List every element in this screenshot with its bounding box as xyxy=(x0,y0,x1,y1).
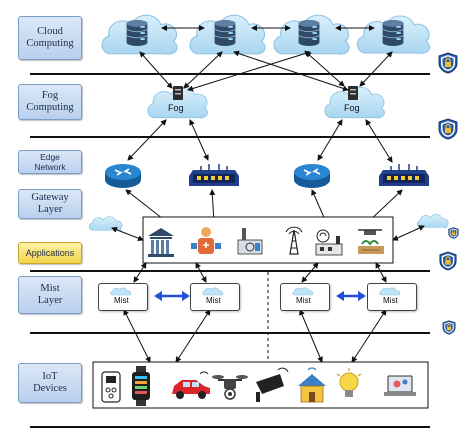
layer-label-fog: Fog Computing xyxy=(18,84,82,120)
security-shield-icon xyxy=(439,251,457,271)
mist-link-right xyxy=(336,291,366,301)
divider-mist-iot xyxy=(30,332,430,334)
divider-fog-edge xyxy=(30,136,430,138)
cloud-node-3 xyxy=(273,14,350,55)
mist-icon xyxy=(379,287,401,296)
divider-bottom xyxy=(30,426,430,428)
network-switch-icon xyxy=(188,164,240,187)
side-cloud-left xyxy=(88,216,123,231)
cctv-camera-icon xyxy=(256,367,289,402)
smartwatch-icon xyxy=(132,366,150,406)
mist-node-1: Mist xyxy=(98,283,148,311)
laptop-user-icon xyxy=(384,375,416,396)
mist-node-4: Mist xyxy=(367,283,417,311)
bank-icon xyxy=(148,228,174,257)
drone-agriculture-icon xyxy=(358,229,384,254)
mist-node-3: Mist xyxy=(280,283,330,311)
layer-label-edge: Edge Network xyxy=(18,150,82,174)
applications-box xyxy=(142,216,394,264)
router-icon xyxy=(104,163,142,189)
mist-link-left xyxy=(154,291,190,301)
security-shield-icon xyxy=(442,320,456,335)
fog-label-right: Fog xyxy=(344,103,360,113)
mist-label: Mist xyxy=(296,296,311,305)
security-shield-icon xyxy=(448,227,459,239)
network-switch-icon xyxy=(378,164,430,187)
mist-icon xyxy=(110,287,132,296)
smart-home-icon xyxy=(298,367,326,403)
mist-label: Mist xyxy=(114,296,129,305)
healthcare-icon xyxy=(191,227,221,254)
security-shield-icon xyxy=(438,52,458,74)
industry-icon xyxy=(237,228,263,255)
fog-server-icon xyxy=(173,86,183,100)
smart-meter-icon xyxy=(101,371,121,403)
connected-car-icon xyxy=(172,371,210,399)
layer-label-applications: Applications xyxy=(18,242,82,264)
cloud-node-4 xyxy=(356,15,431,54)
smart-factory-icon xyxy=(315,229,343,256)
mist-icon xyxy=(292,287,314,296)
mist-icon xyxy=(202,287,224,296)
divider-apps-mist xyxy=(30,270,430,272)
mist-label: Mist xyxy=(383,296,398,305)
antenna-tower-icon xyxy=(285,226,303,255)
mist-node-2: Mist xyxy=(190,283,240,311)
cloud-node-2 xyxy=(189,14,266,55)
side-cloud-right xyxy=(416,214,449,228)
cloud-node-1 xyxy=(101,14,178,55)
router-icon xyxy=(293,163,331,189)
layer-label-iot: IoT Devices xyxy=(18,363,82,403)
smart-bulb-icon xyxy=(336,368,362,397)
security-shield-icon xyxy=(438,118,458,140)
fog-server-icon xyxy=(348,86,358,100)
layer-label-cloud: Cloud Computing xyxy=(18,16,82,60)
layer-label-mist: Mist Layer xyxy=(18,276,82,314)
mist-label: Mist xyxy=(206,296,221,305)
drone-icon xyxy=(212,375,248,400)
fog-label-left: Fog xyxy=(168,103,184,113)
layer-label-gateway: Gateway Layer xyxy=(18,189,82,219)
